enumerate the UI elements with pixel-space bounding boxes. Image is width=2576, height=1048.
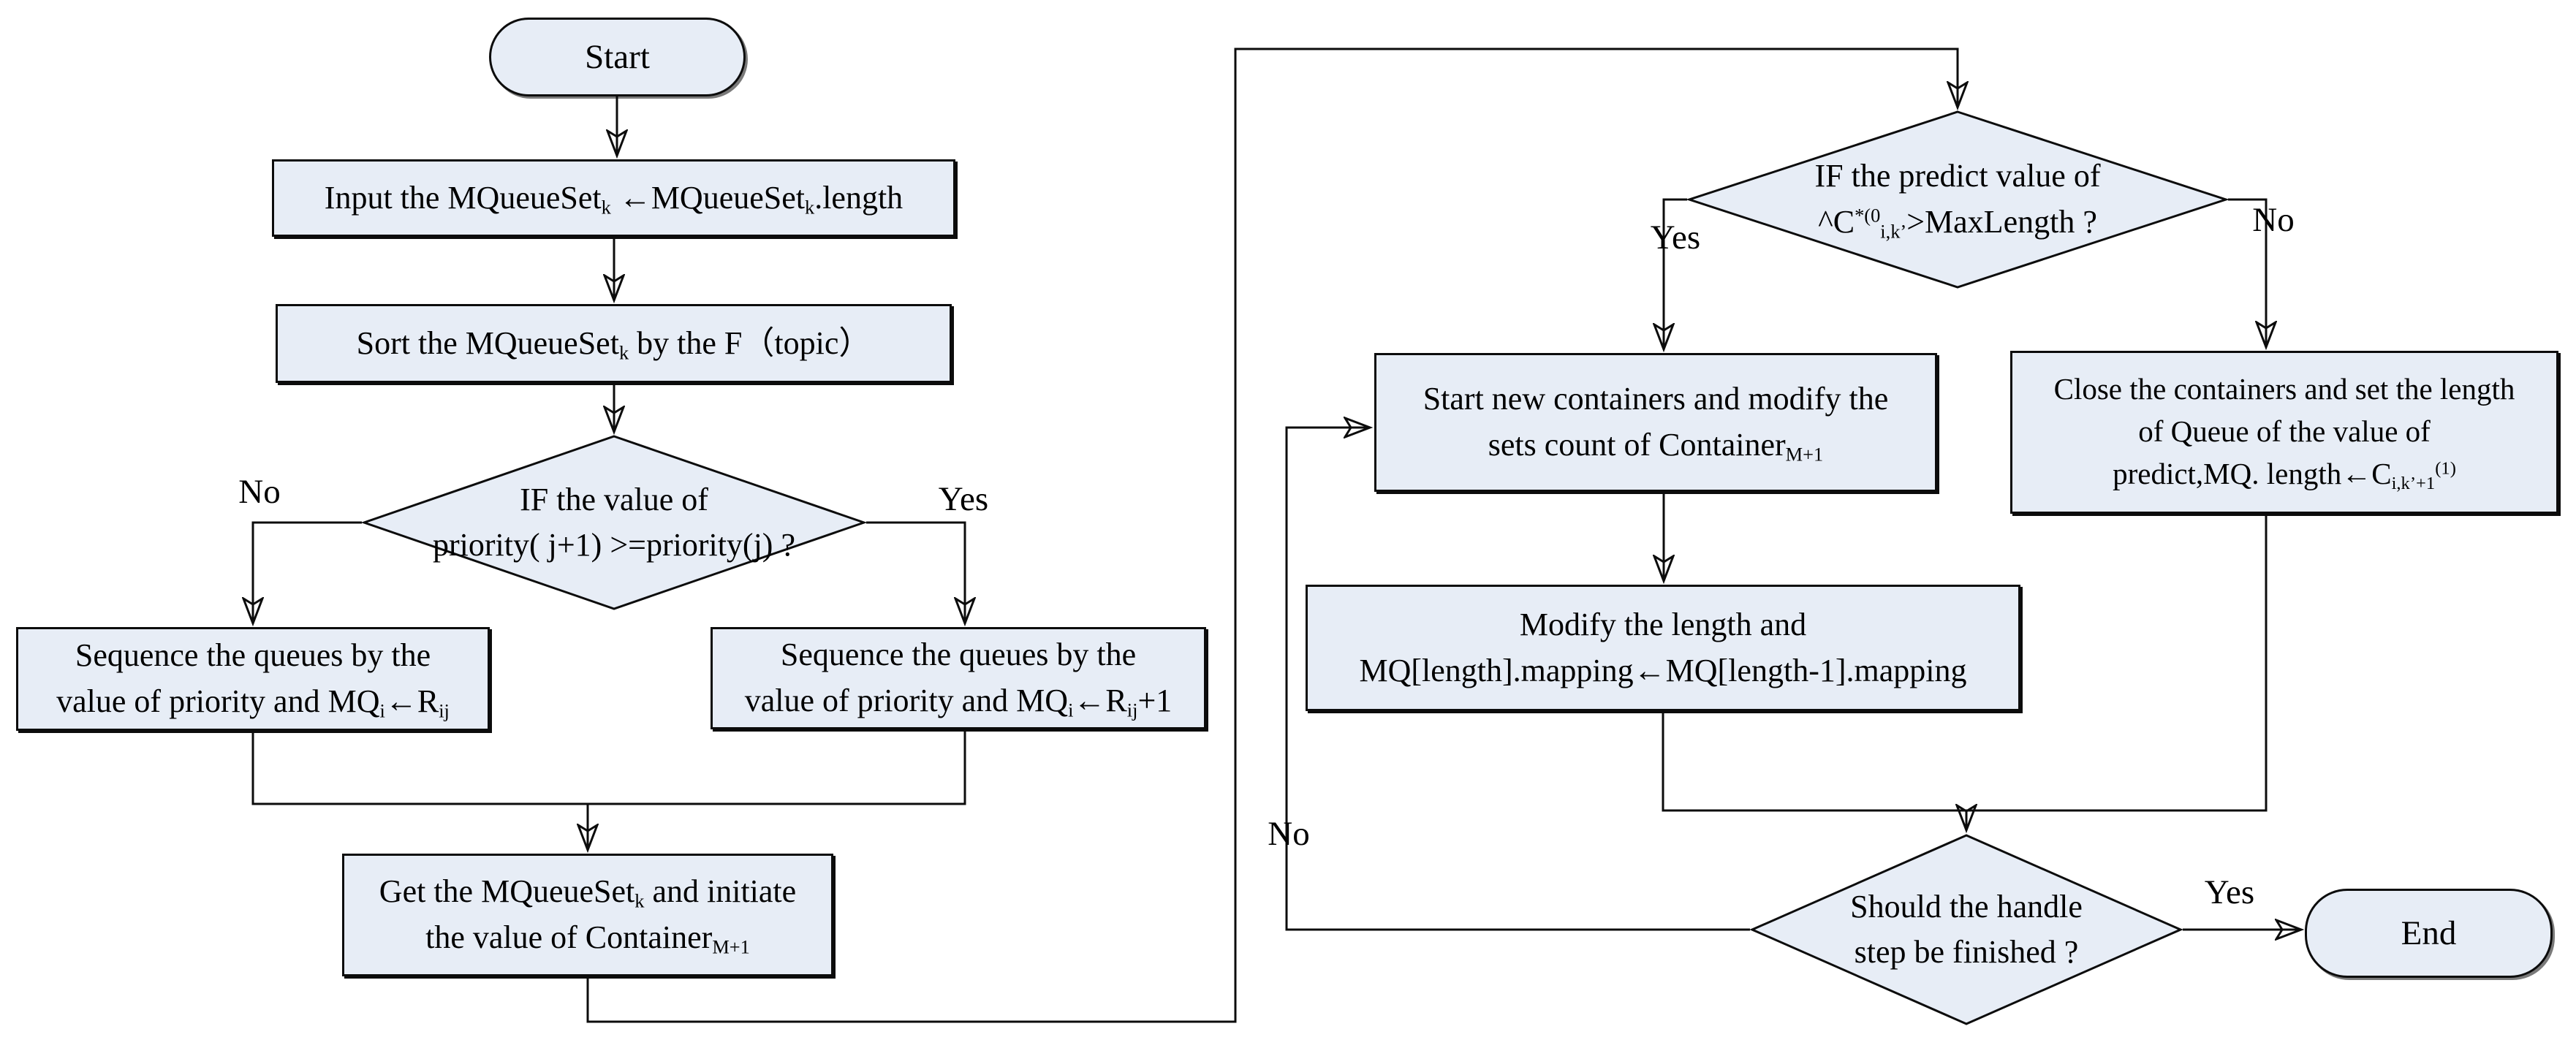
label-decision1-yes: Yes <box>938 480 989 518</box>
node-start: Start <box>489 18 746 96</box>
diamond-shape <box>1750 834 2183 1025</box>
edge-get-to-decision2 <box>586 48 1958 1023</box>
diamond-shape <box>362 435 866 610</box>
label-decision1-no: No <box>238 473 281 511</box>
edge-decision2-no <box>2228 198 2266 346</box>
label-decision2-yes: Yes <box>1650 219 1701 257</box>
edge-sequence-merge <box>251 729 966 805</box>
label-decision3-yes: Yes <box>2204 873 2255 911</box>
diamond-shape <box>1687 110 2228 289</box>
edge-decision1-yes <box>866 521 965 622</box>
decision-predict-text: IF the predict value of^C*(0i,k’>MaxLeng… <box>1814 158 2101 243</box>
edge-decision2-yes <box>1664 198 1687 348</box>
label-decision3-no: No <box>1268 815 1310 853</box>
node-end: End <box>2305 889 2553 978</box>
node-input-mqueueset: Input the MQueueSetk ←MQueueSetk.length <box>272 159 955 237</box>
edge-decision1-no <box>253 521 362 622</box>
edge-decision3-no-loop <box>1285 428 1750 931</box>
node-sort-mqueueset: Sort the MQueueSetk by the F（topic） <box>276 304 952 383</box>
node-decision-predict: IF the predict value of^C*(0i,k’>MaxLeng… <box>1687 110 2228 289</box>
label-decision2-no: No <box>2252 201 2295 239</box>
